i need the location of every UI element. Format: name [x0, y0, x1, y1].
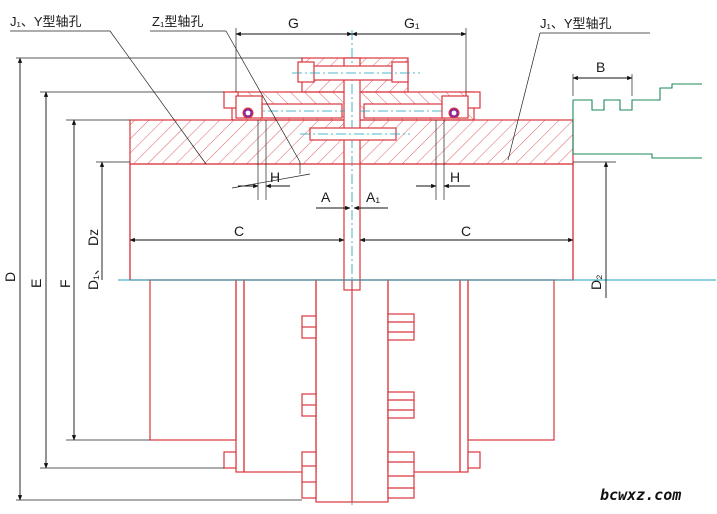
- label-j1y-left: J₁、Y型轴孔: [10, 14, 82, 29]
- label-z1: Z₁型轴孔: [152, 14, 203, 29]
- seal-left: [223, 91, 263, 119]
- label-dz: Dz: [85, 229, 101, 246]
- bolt-right-1: [387, 313, 415, 341]
- label-d2: D₂: [588, 274, 604, 290]
- label-a: A: [321, 189, 331, 205]
- seal-right: [441, 91, 481, 119]
- middle-bolt-right: [360, 103, 460, 119]
- label-h-right: H: [450, 169, 460, 185]
- label-a1: A₁: [366, 189, 380, 205]
- top-bolt: [292, 61, 420, 83]
- small-nut-left: [223, 451, 237, 469]
- label-f: F: [57, 279, 73, 288]
- watermark: bcwxz.com: [600, 486, 681, 504]
- label-d: D: [2, 272, 18, 282]
- label-g1: G₁: [404, 15, 420, 31]
- label-h-left: H: [270, 169, 280, 185]
- label-e: E: [28, 279, 44, 288]
- label-j1y-right: J₁、Y型轴孔: [540, 16, 612, 31]
- inner-bolt: [300, 127, 410, 141]
- keyway-profile: [572, 74, 702, 159]
- small-nut-right: [467, 451, 481, 469]
- label-c-right: C: [461, 223, 471, 239]
- bolt-right-3: [387, 451, 415, 499]
- middle-bolt-left: [250, 103, 345, 119]
- bolt-left-3: [301, 451, 317, 499]
- bolt-left-2: [301, 393, 317, 417]
- label-g: G: [288, 15, 299, 31]
- bolt-right-2: [387, 391, 415, 419]
- bolt-left-1: [301, 315, 317, 339]
- label-b: B: [596, 59, 605, 75]
- label-c-left: C: [234, 223, 244, 239]
- label-d1: D₁、: [85, 261, 101, 290]
